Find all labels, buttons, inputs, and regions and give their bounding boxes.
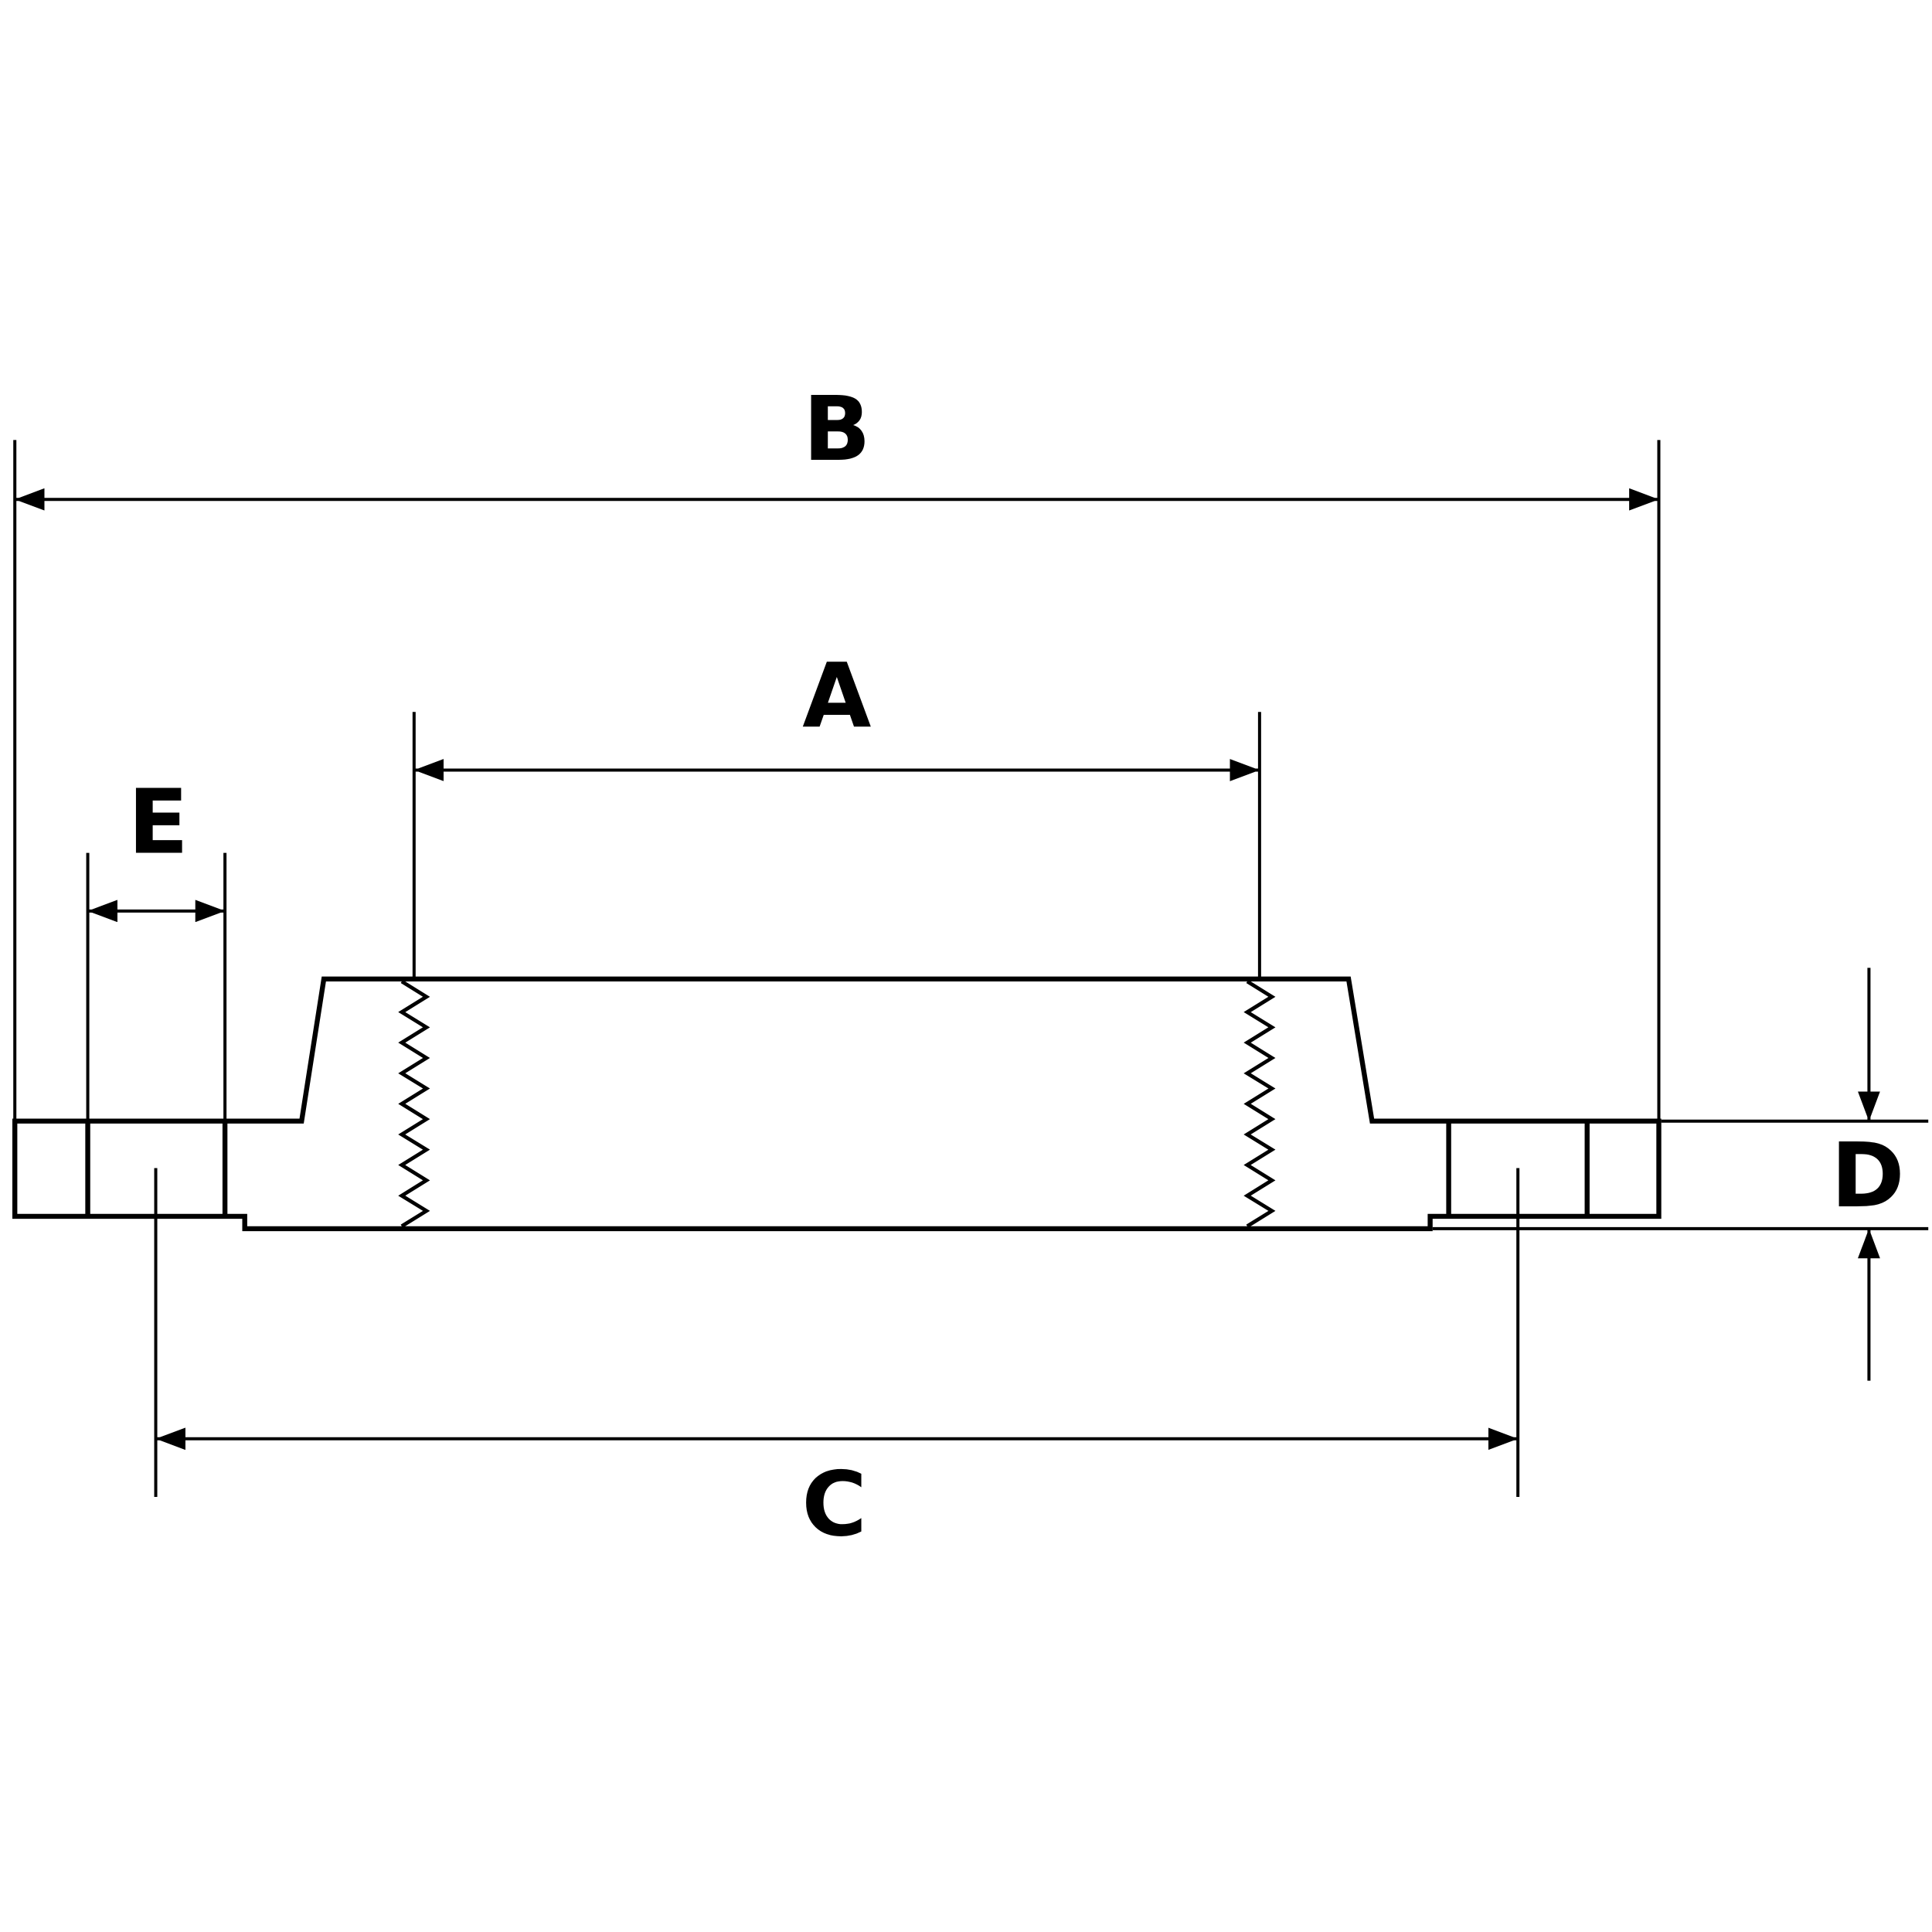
label-b: B <box>803 378 871 481</box>
label-d: D <box>1831 1124 1905 1228</box>
thread-right <box>1243 979 1276 1228</box>
thread-left <box>398 979 430 1228</box>
flange-outline <box>12 976 1662 1232</box>
label-c: C <box>801 1454 867 1557</box>
label-a: A <box>802 645 871 748</box>
extension-lines <box>13 440 1929 1497</box>
label-e: E <box>128 771 189 875</box>
